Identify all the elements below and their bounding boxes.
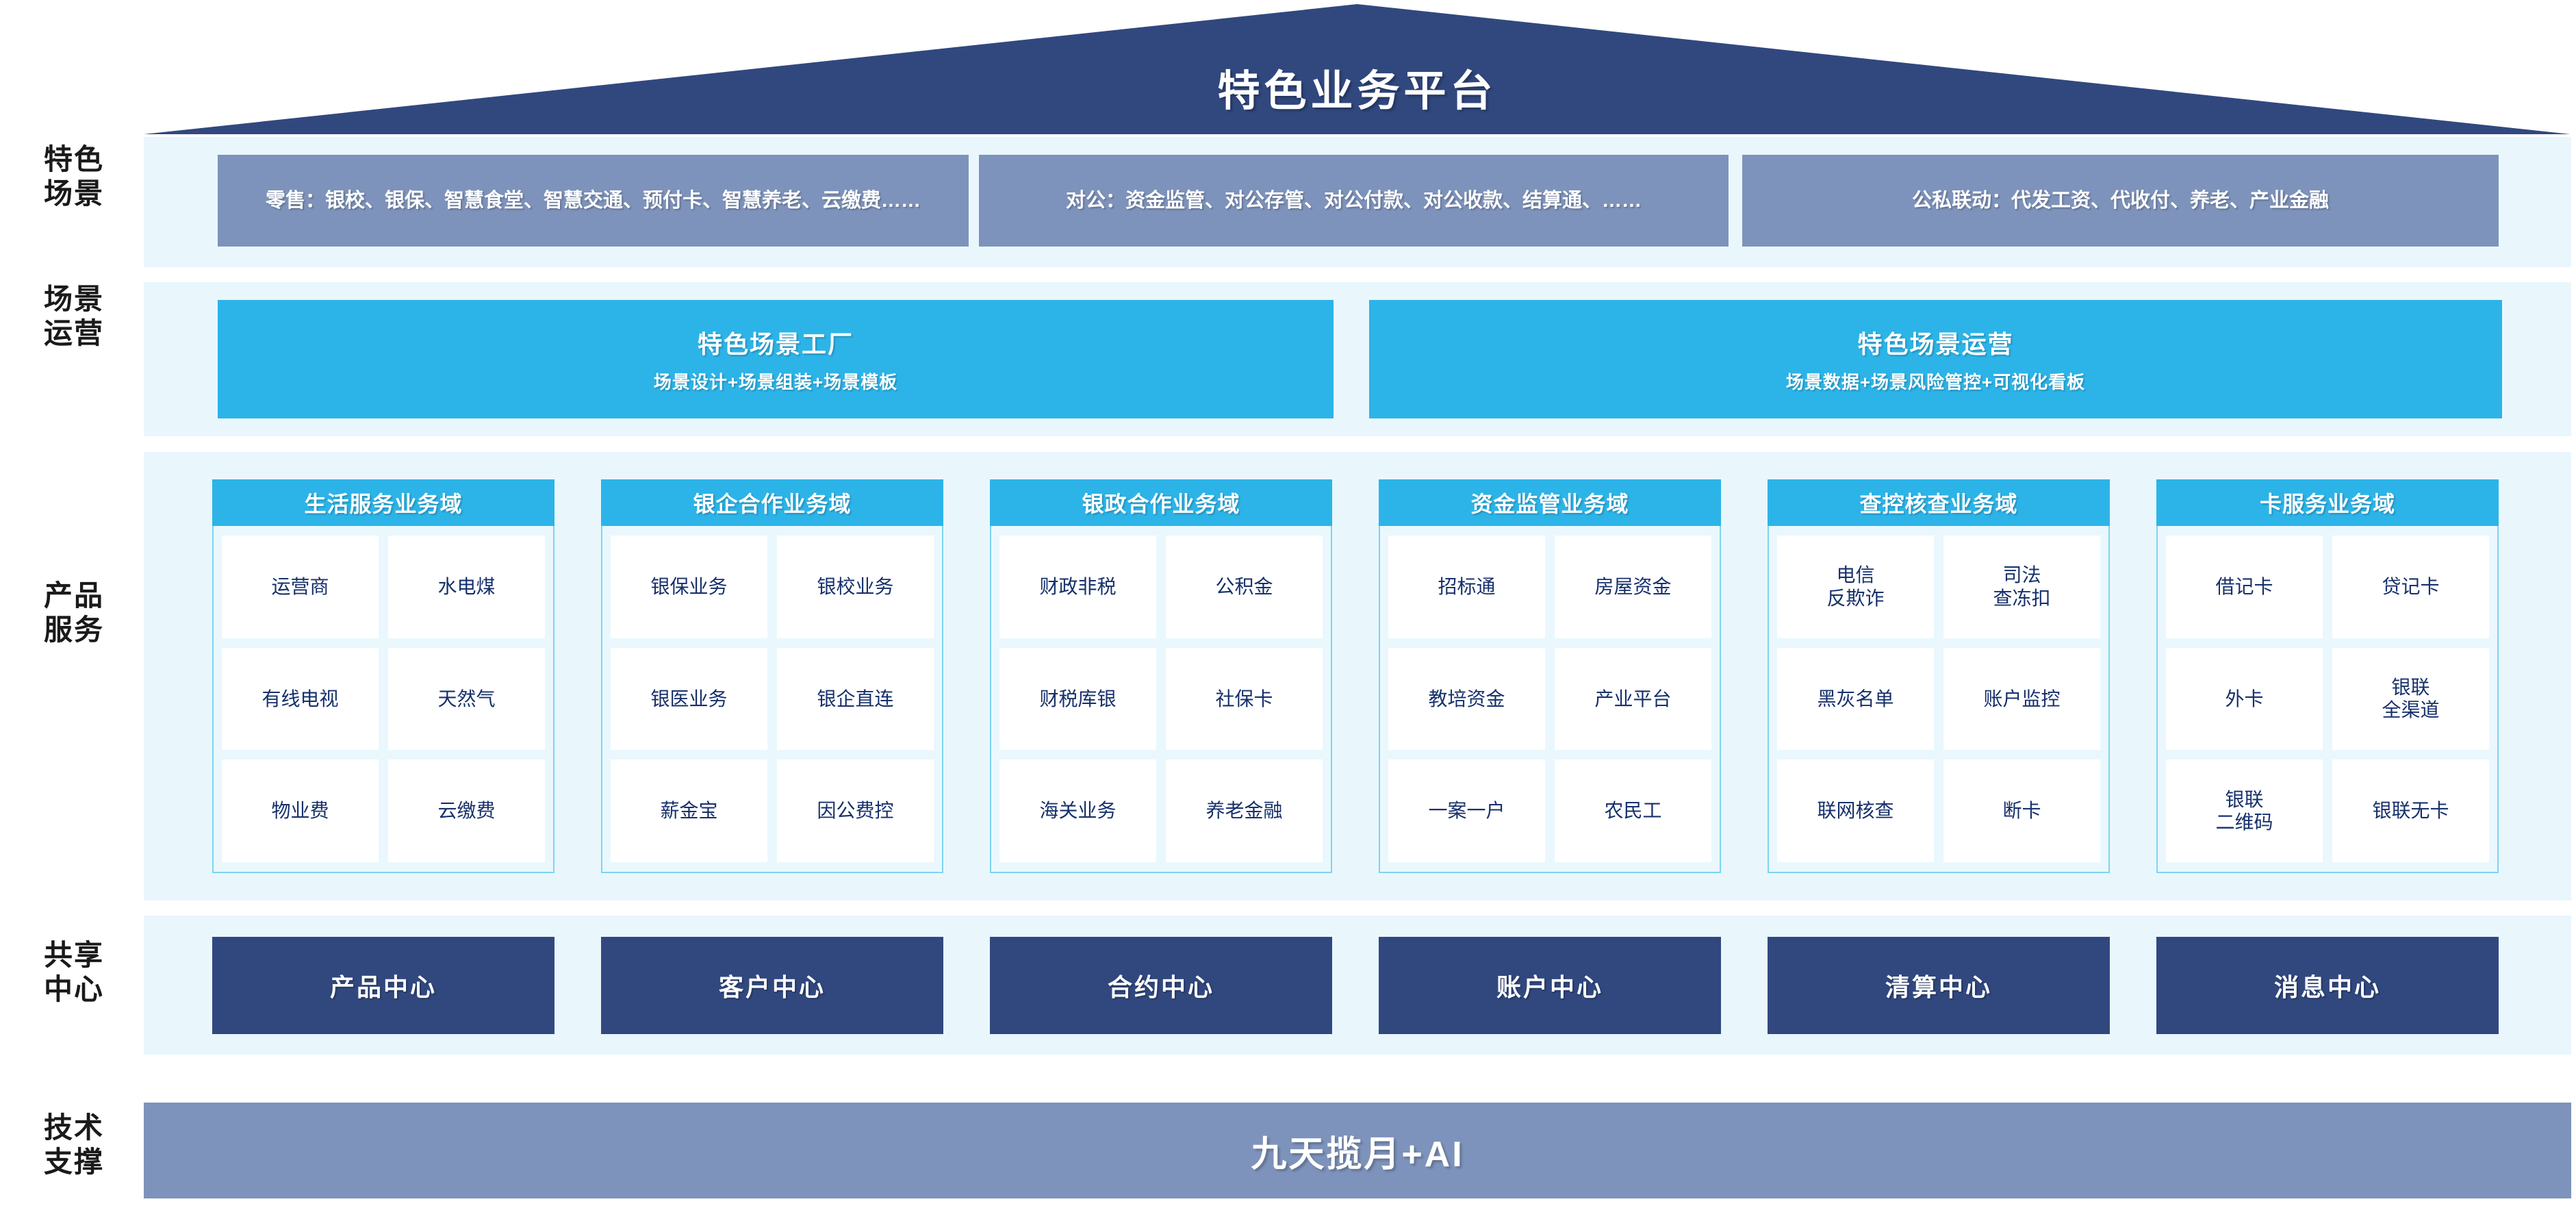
product-cell[interactable]: 薪金宝	[611, 759, 767, 862]
product-cell[interactable]: 水电煤	[388, 536, 545, 638]
operations-subtitle: 场景数据+场景风险管控+可视化看板	[1785, 372, 2086, 392]
shared-center-clearing[interactable]: 清算中心	[1768, 937, 2110, 1034]
product-card-title: 查控核查业务域	[1768, 479, 2110, 526]
product-card-life-service[interactable]: 生活服务业务域 运营商 水电煤 有线电视 天然气 物业费 云缴费	[212, 479, 554, 873]
product-cell[interactable]: 银联 二维码	[2166, 759, 2323, 862]
product-card-cells: 招标通 房屋资金 教培资金 产业平台 一案一户 农民工	[1379, 526, 1721, 873]
operations-title: 特色场景运营	[1857, 330, 2014, 358]
product-cell[interactable]: 招标通	[1388, 536, 1545, 638]
scenario-box-corporate[interactable]: 对公：资金监管、对公存管、对公付款、对公收款、结算通、……	[979, 155, 1729, 247]
product-cell[interactable]: 电信 反欺诈	[1777, 536, 1934, 638]
product-card-fund-supervision[interactable]: 资金监管业务域 招标通 房屋资金 教培资金 产业平台 一案一户 农民工	[1379, 479, 1721, 873]
product-cell[interactable]: 财政非税	[999, 536, 1156, 638]
shared-center-customer[interactable]: 客户中心	[601, 937, 943, 1034]
product-card-investigation-control[interactable]: 查控核查业务域 电信 反欺诈 司法 查冻扣 黑灰名单 账户监控 联网核查 断卡	[1768, 479, 2110, 873]
product-card-bank-government[interactable]: 银政合作业务域 财政非税 公积金 财税库银 社保卡 海关业务 养老金融	[990, 479, 1332, 873]
product-cell[interactable]: 一案一户	[1388, 759, 1545, 862]
scenario-box-linkage[interactable]: 公私联动：代发工资、代收付、养老、产业金融	[1742, 155, 2499, 247]
row-label-shared: 共享 中心	[43, 939, 104, 1005]
product-cell[interactable]: 云缴费	[388, 759, 545, 862]
product-cell[interactable]: 外卡	[2166, 647, 2323, 751]
product-cell[interactable]: 贷记卡	[2332, 536, 2489, 638]
shared-center-product[interactable]: 产品中心	[212, 937, 554, 1034]
page-title: 特色业务平台	[1217, 68, 1497, 115]
shared-center-contract[interactable]: 合约中心	[990, 937, 1332, 1034]
product-cell[interactable]: 产业平台	[1555, 647, 1711, 751]
product-cell[interactable]: 银企直连	[777, 647, 934, 751]
product-cell[interactable]: 黑灰名单	[1777, 647, 1934, 751]
operations-subtitle: 场景设计+场景组装+场景模板	[653, 372, 898, 392]
operations-box-scene-operation[interactable]: 特色场景运营 场景数据+场景风险管控+可视化看板	[1369, 300, 2502, 418]
product-card-bank-enterprise[interactable]: 银企合作业务域 银保业务 银校业务 银医业务 银企直连 薪金宝 因公费控	[601, 479, 943, 873]
product-card-cells: 财政非税 公积金 财税库银 社保卡 海关业务 养老金融	[990, 526, 1332, 873]
product-card-cells: 运营商 水电煤 有线电视 天然气 物业费 云缴费	[212, 526, 554, 873]
product-cell[interactable]: 房屋资金	[1555, 536, 1711, 638]
row-label-tech: 技术 支撑	[43, 1111, 104, 1178]
product-cell[interactable]: 农民工	[1555, 759, 1711, 862]
operations-box-scene-factory[interactable]: 特色场景工厂 场景设计+场景组装+场景模板	[218, 300, 1334, 418]
product-cell[interactable]: 公积金	[1166, 536, 1323, 638]
product-cell[interactable]: 银保业务	[611, 536, 767, 638]
product-cell[interactable]: 借记卡	[2166, 536, 2323, 638]
product-cell[interactable]: 物业费	[222, 759, 379, 862]
product-cell[interactable]: 有线电视	[222, 647, 379, 751]
product-card-cells: 借记卡 贷记卡 外卡 银联 全渠道 银联 二维码 银联无卡	[2156, 526, 2499, 873]
product-cell[interactable]: 银医业务	[611, 647, 767, 751]
product-card-cells: 电信 反欺诈 司法 查冻扣 黑灰名单 账户监控 联网核查 断卡	[1768, 526, 2110, 873]
product-card-title: 卡服务业务域	[2156, 479, 2499, 526]
product-cell[interactable]: 银联 全渠道	[2332, 647, 2489, 751]
row-label-scenarios: 特色 场景	[43, 143, 104, 210]
product-cell[interactable]: 运营商	[222, 536, 379, 638]
product-cell[interactable]: 断卡	[1943, 759, 2100, 862]
product-card-card-service[interactable]: 卡服务业务域 借记卡 贷记卡 外卡 银联 全渠道 银联 二维码 银联无卡	[2156, 479, 2499, 873]
product-cell[interactable]: 银校业务	[777, 536, 934, 638]
scenario-box-retail[interactable]: 零售：银校、银保、智慧食堂、智慧交通、预付卡、智慧养老、云缴费……	[218, 155, 969, 247]
product-cell[interactable]: 银联无卡	[2332, 759, 2489, 862]
product-cell[interactable]: 司法 查冻扣	[1943, 536, 2100, 638]
product-card-title: 银政合作业务域	[990, 479, 1332, 526]
row-label-products: 产品 服务	[43, 579, 104, 646]
product-card-title: 生活服务业务域	[212, 479, 554, 526]
product-card-title: 银企合作业务域	[601, 479, 943, 526]
product-cell[interactable]: 养老金融	[1166, 759, 1323, 862]
shared-center-account[interactable]: 账户中心	[1379, 937, 1721, 1034]
operations-title: 特色场景工厂	[697, 330, 854, 358]
product-card-cells: 银保业务 银校业务 银医业务 银企直连 薪金宝 因公费控	[601, 526, 943, 873]
shared-center-message[interactable]: 消息中心	[2156, 937, 2499, 1034]
product-cell[interactable]: 联网核查	[1777, 759, 1934, 862]
product-cell[interactable]: 天然气	[388, 647, 545, 751]
product-cell[interactable]: 教培资金	[1388, 647, 1545, 751]
product-cell[interactable]: 社保卡	[1166, 647, 1323, 751]
product-cell[interactable]: 财税库银	[999, 647, 1156, 751]
tech-support-bar[interactable]: 九天揽月+AI	[144, 1103, 2571, 1198]
product-cell[interactable]: 海关业务	[999, 759, 1156, 862]
platform-roof-banner: 特色业务平台	[144, 4, 2571, 134]
product-cell[interactable]: 账户监控	[1943, 647, 2100, 751]
product-card-title: 资金监管业务域	[1379, 479, 1721, 526]
row-label-operations: 场景 运营	[43, 283, 104, 349]
product-cell[interactable]: 因公费控	[777, 759, 934, 862]
